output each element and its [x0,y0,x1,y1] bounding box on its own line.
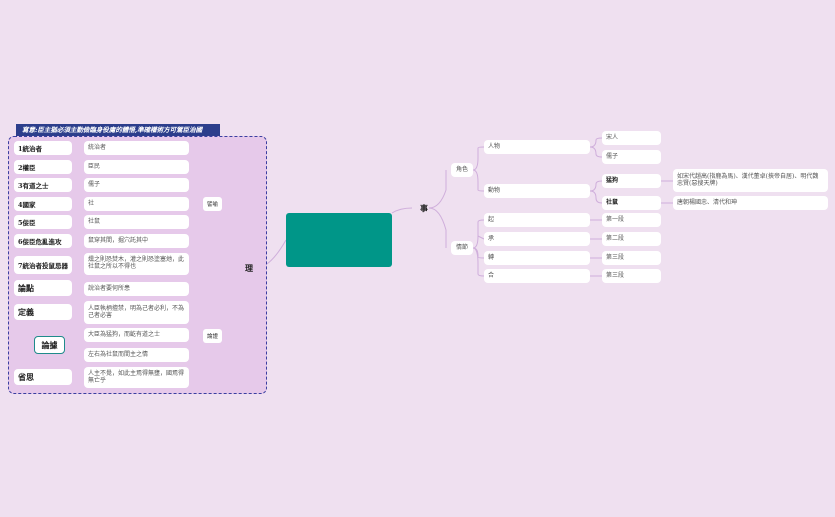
bracket-argument[interactable]: 論證 [203,329,222,343]
people-child-song[interactable]: 宋人 [602,131,661,145]
central-topic-node[interactable] [286,213,392,267]
plot-item-he-section[interactable]: 第三段 [602,269,661,283]
row-text-sycophant-attack[interactable]: 鼠穿其間，掘穴託其中 [84,234,189,248]
row-label-sycophant[interactable]: 5佞臣 [14,215,72,229]
row-text-minister[interactable]: 臣民 [84,160,189,174]
row-label-scholar[interactable]: 3有道之士 [14,178,72,192]
definition-text[interactable]: 人臣執柄擅禁，明為己者必利，不為己者必害 [84,301,189,324]
row-label-minister[interactable]: 2權臣 [14,160,72,174]
principle-label[interactable]: 理 [245,263,253,273]
thesis-banner: 寫意:臣主猶必須主勤儉臨身役庸的體悟,準確權術方可駕臣治國 [16,124,220,136]
plot-item-cheng-section[interactable]: 第二段 [602,232,661,246]
thesis-label[interactable]: 論點 [14,280,72,296]
animal-shrine-rat[interactable]: 社鼠 [602,196,661,210]
people-node[interactable]: 人物 [484,140,590,154]
row-label-state[interactable]: 4國家 [14,197,72,211]
plot-item-qi[interactable]: 起 [484,213,590,227]
event-label[interactable]: 事 [420,203,428,213]
thesis-text[interactable]: 說治者要何所患 [84,282,189,296]
row-text-ruler[interactable]: 統治者 [84,141,189,155]
row-label-sycophant-attack[interactable]: 6佞臣危亂進攻 [14,234,72,248]
plot-item-qi-section[interactable]: 第一段 [602,213,661,227]
row-text-scholar[interactable]: 儒子 [84,178,189,192]
plot-node[interactable]: 情節 [451,241,473,255]
row-text-sycophant[interactable]: 社鼠 [84,215,189,229]
evidence-item-rat[interactable]: 左右為社鼠而間主之情 [84,348,189,362]
row-label-ruler[interactable]: 1統治者 [14,141,72,155]
animals-node[interactable]: 動物 [484,184,590,198]
shrine-rat-examples[interactable]: 唐朝楊國忠、清代和珅 [673,196,828,210]
row-label-ruler-hesitates[interactable]: 7統治者投鼠忌器 [14,256,72,274]
definition-label[interactable]: 定義 [14,304,72,320]
row-text-ruler-hesitates[interactable]: 燻之則恐焚木，灌之則恐塗塞灺，此社鼠之所以不得也 [84,253,189,275]
row-text-state[interactable]: 社 [84,197,189,211]
plot-item-he[interactable]: 合 [484,269,590,283]
evidence-item-dog[interactable]: 大臣為猛狗，而齕有道之士 [84,328,189,342]
animal-fierce-dog[interactable]: 猛狗 [602,174,661,188]
people-child-ruzi[interactable]: 儒子 [602,150,661,164]
plot-item-cheng[interactable]: 承 [484,232,590,246]
evidence-label[interactable]: 論據 [34,336,65,354]
reflection-label[interactable]: 省思 [14,369,72,385]
reflection-text[interactable]: 人主不覺，如此主焉得無壅，國焉得無亡乎 [84,367,189,388]
plot-item-zhuan-section[interactable]: 第三段 [602,251,661,265]
roles-node[interactable]: 角色 [451,163,473,177]
bracket-metaphor[interactable]: 譬喻 [203,197,222,211]
plot-item-zhuan[interactable]: 轉 [484,251,590,265]
fierce-dog-examples[interactable]: 如宋代趙高(指鹿為馬)、漢代董卓(挾帝自居)、明代魏忠賢(惡搜天牌) [673,169,828,192]
